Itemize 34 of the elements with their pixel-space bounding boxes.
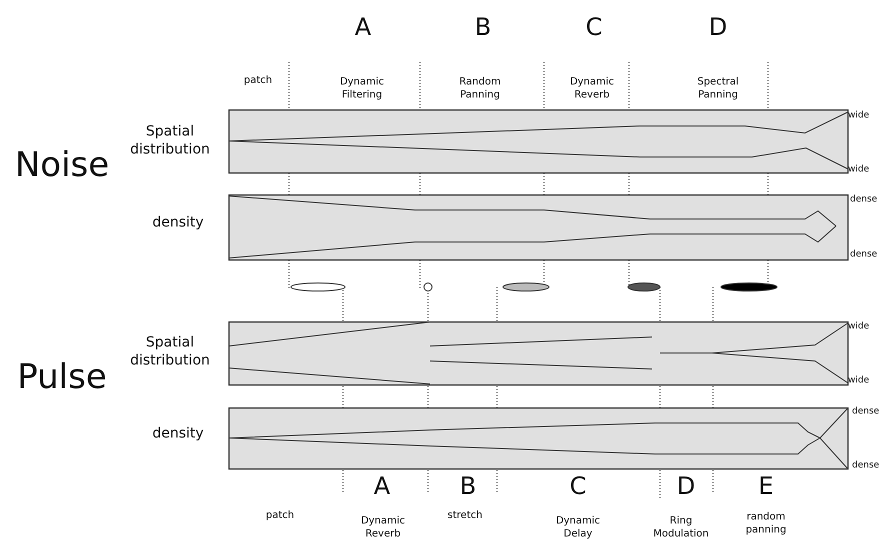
section-label: patch [266,510,294,522]
section-label: Spectral Panning [696,76,740,102]
section-letter: A [374,471,390,501]
section-letter: C [586,12,602,42]
row-label: density [152,214,204,232]
scale-label: wide [848,321,870,333]
section-letter: B [460,471,476,501]
section-letter: A [354,12,372,42]
scale-label: dense [852,406,880,418]
section-label: Dynamic Reverb [568,76,616,102]
section-letter: B [474,12,492,42]
section-label: Random Panning [458,76,502,102]
row-label: density [152,425,204,443]
section-label: patch [244,74,272,88]
section-label: stretch [448,510,482,522]
section-label: Ring Modulation [652,516,710,540]
scale-label: dense [852,460,880,472]
section-letter: C [570,471,586,501]
row-title: Pulse [17,356,107,398]
section-label: Dynamic Filtering [338,76,386,102]
row-label: Spatial distribution [129,334,211,370]
scale-label: dense [850,194,878,206]
scale-label: wide [848,375,870,387]
section-letter: D [708,12,728,42]
row-label: Spatial distribution [129,124,211,158]
row-title: Noise [14,144,110,186]
section-label: Dynamic Reverb [360,516,406,540]
section-letter: D [676,471,696,501]
section-label: Dynamic Delay [554,516,602,540]
section-label: random panning [744,512,788,536]
section-letter: E [758,471,774,501]
scale-label: dense [850,249,878,261]
scale-label: wide [848,164,870,176]
scale-label: wide [848,110,870,122]
